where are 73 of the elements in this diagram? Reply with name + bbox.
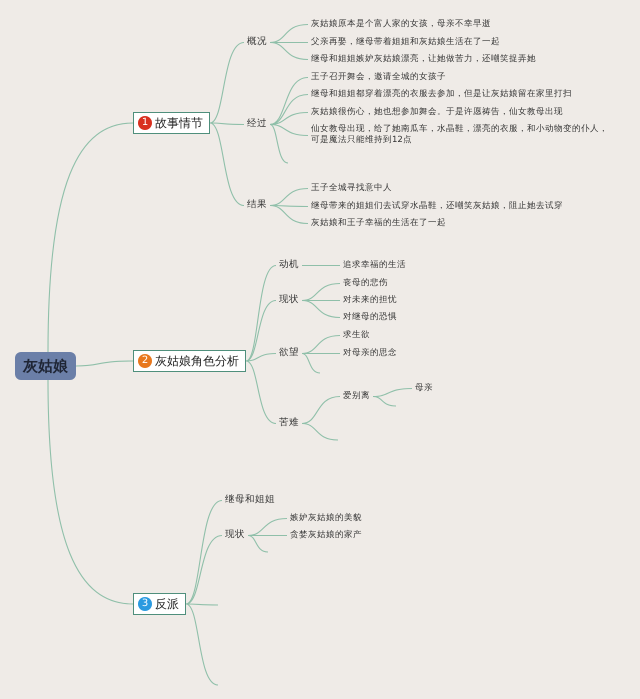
- branch-line: [302, 334, 340, 354]
- branch-line: [248, 534, 287, 536]
- branch-label: 结果: [244, 198, 270, 212]
- branch-line: [270, 24, 308, 44]
- leaf-text: 继母带来的姐姐们去试穿水晶鞋，还嘲笑灰姑娘，阻止她去试穿: [308, 200, 566, 213]
- branch-line: [372, 396, 396, 407]
- leaf-text: 贪婪灰姑娘的家产: [287, 528, 365, 542]
- leaf-text: 仙女教母出现，给了她南瓜车，水晶鞋，漂亮的衣服，和小动物变的仆人，可是魔法只能维持到12点: [308, 122, 614, 148]
- number-badge: 1: [138, 116, 152, 130]
- branch-line: [302, 396, 340, 424]
- branch-line: [47, 122, 134, 352]
- leaf-text: 王子全城寻找意中人: [308, 182, 395, 195]
- leaf-text: 嫉妒灰姑娘的美貌: [287, 512, 365, 525]
- topic-label: 反派: [155, 596, 179, 612]
- branch-line: [302, 264, 340, 266]
- branch-line: [270, 204, 308, 224]
- branch-line: [302, 352, 320, 374]
- topic-label: 故事情节: [155, 115, 203, 132]
- leaf-text: 爱别离: [340, 390, 373, 403]
- leaf-text: 追求幸福的生活: [340, 258, 409, 272]
- topic-box: [133, 112, 210, 134]
- leaf-text: 母亲: [412, 382, 436, 395]
- branch-label: 经过: [244, 116, 270, 132]
- branch-line: [270, 188, 308, 206]
- leaf-text: 灰姑娘和王子幸福的生活在了一起: [308, 216, 449, 230]
- number-badge: 2: [138, 354, 152, 368]
- leaf-text: 求生欲: [340, 328, 373, 342]
- branch-line: [186, 500, 222, 604]
- branch-line: [248, 534, 268, 553]
- number-badge: 3: [138, 597, 152, 612]
- topic-box: [133, 350, 246, 372]
- branch-line: [302, 422, 338, 441]
- leaf-text: 继母和姐姐都穿着漂亮的衣服去参加，但是让灰姑娘留在家里打扫: [308, 88, 575, 101]
- branch-line: [248, 518, 288, 536]
- branch-line: [302, 282, 340, 302]
- branch-line: [246, 265, 276, 362]
- leaf-text: 对母亲的思念: [340, 346, 400, 360]
- leaf-text: 丧母的悲伤: [340, 276, 391, 290]
- branch-line: [210, 42, 244, 124]
- topic-label: 灰姑娘角色分析: [155, 353, 239, 370]
- leaf-text: 灰姑娘很伤心，她也想参加舞会。于是许愿祷告，仙女教母出现: [308, 106, 566, 119]
- branch-label: 欲望: [276, 346, 302, 360]
- branch-line: [302, 300, 340, 318]
- branch-line: [186, 604, 218, 686]
- branch-label: 概况: [244, 34, 270, 50]
- branch-line: [76, 360, 133, 367]
- branch-line: [270, 124, 308, 136]
- branch-line: [270, 42, 308, 60]
- branch-line: [270, 124, 288, 164]
- branch-line: [186, 603, 218, 606]
- leaf-text: 对未来的担忧: [340, 294, 400, 307]
- leaf-text: 对继母的恐惧: [340, 310, 400, 324]
- branch-line: [210, 122, 244, 126]
- leaf-text: 王子召开舞会，邀请全城的女孩子: [308, 70, 449, 84]
- branch-line: [246, 352, 276, 362]
- topic-box: [133, 593, 186, 616]
- branch-label: 苦难: [276, 416, 302, 430]
- branch-line: [246, 300, 276, 362]
- branch-label: 动机: [276, 258, 302, 272]
- branch-label: 现状: [276, 292, 302, 308]
- branch-label: 现状: [222, 528, 248, 542]
- branch-line: [246, 360, 276, 424]
- central-topic-box: 灰姑娘: [15, 352, 76, 380]
- leaf-text: 继母和姐姐嫉妒灰姑娘漂亮，让她做苦力，还嘲笑捉弄她: [308, 52, 539, 66]
- branch-line: [270, 94, 308, 126]
- branch-line: [270, 76, 308, 126]
- leaf-text: 灰姑娘原本是个富人家的女孩，母亲不幸早逝: [308, 18, 494, 31]
- branch-line: [186, 534, 222, 605]
- branch-line: [210, 122, 244, 206]
- branch-line: [47, 380, 134, 605]
- leaf-text: 父亲再娶，继母带着姐姐和灰姑娘生活在了一起: [308, 36, 503, 49]
- branch-label: 继母和姐姐: [222, 492, 278, 508]
- branch-line: [302, 352, 340, 354]
